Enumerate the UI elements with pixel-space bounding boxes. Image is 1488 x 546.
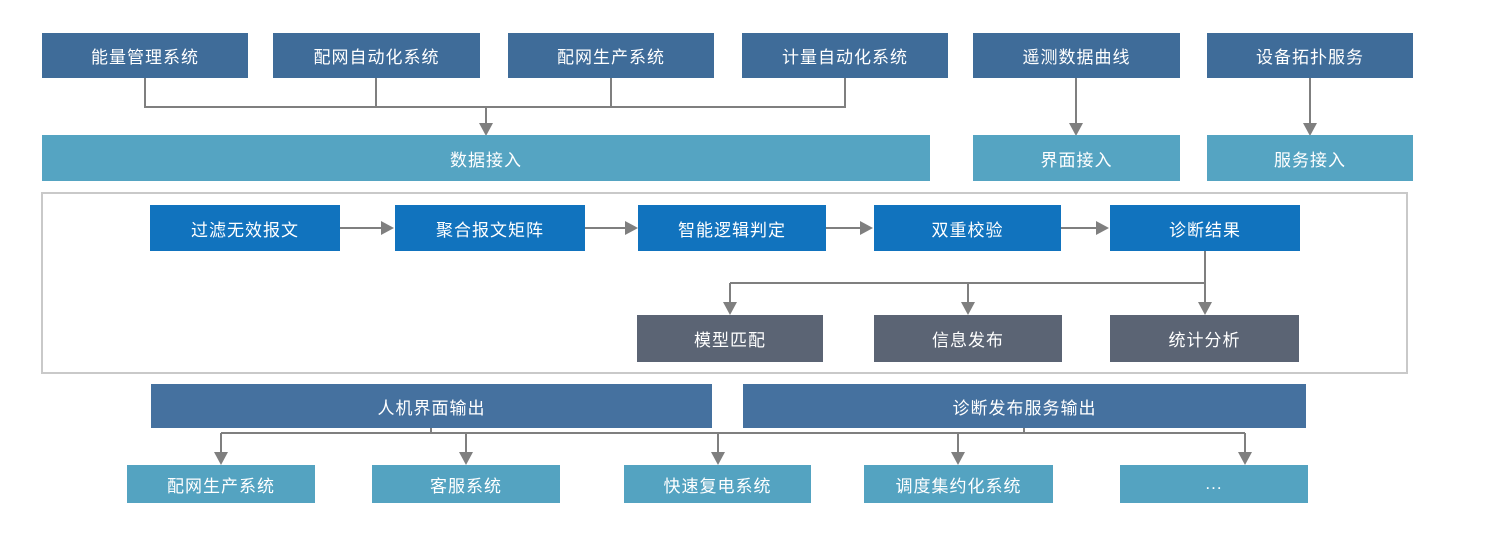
diagnosis-box-3: 统计分析 [1110,315,1299,362]
source-box-3: 配网生产系统 [508,33,714,78]
access-bar-service: 服务接入 [1207,135,1413,181]
process-box-1: 过滤无效报文 [150,205,340,251]
target-box-3: 快速复电系统 [624,465,811,503]
access-bar-ui: 界面接入 [973,135,1180,181]
process-box-5: 诊断结果 [1110,205,1300,251]
process-box-2: 聚合报文矩阵 [395,205,585,251]
source-box-4: 计量自动化系统 [742,33,948,78]
process-box-3: 智能逻辑判定 [638,205,826,251]
access-bar-data: 数据接入 [42,135,930,181]
source-box-5: 遥测数据曲线 [973,33,1180,78]
target-box-2: 客服系统 [372,465,560,503]
source-box-6: 设备拓扑服务 [1207,33,1413,78]
diagnosis-box-2: 信息发布 [874,315,1062,362]
process-box-4: 双重校验 [874,205,1061,251]
target-box-5: ... [1120,465,1308,503]
diagnosis-box-1: 模型匹配 [637,315,823,362]
target-box-1: 配网生产系统 [127,465,315,503]
source-box-1: 能量管理系统 [42,33,248,78]
target-box-4: 调度集约化系统 [864,465,1053,503]
source-box-2: 配网自动化系统 [273,33,480,78]
output-bar-hmi: 人机界面输出 [151,384,712,428]
output-bar-publish: 诊断发布服务输出 [743,384,1306,428]
